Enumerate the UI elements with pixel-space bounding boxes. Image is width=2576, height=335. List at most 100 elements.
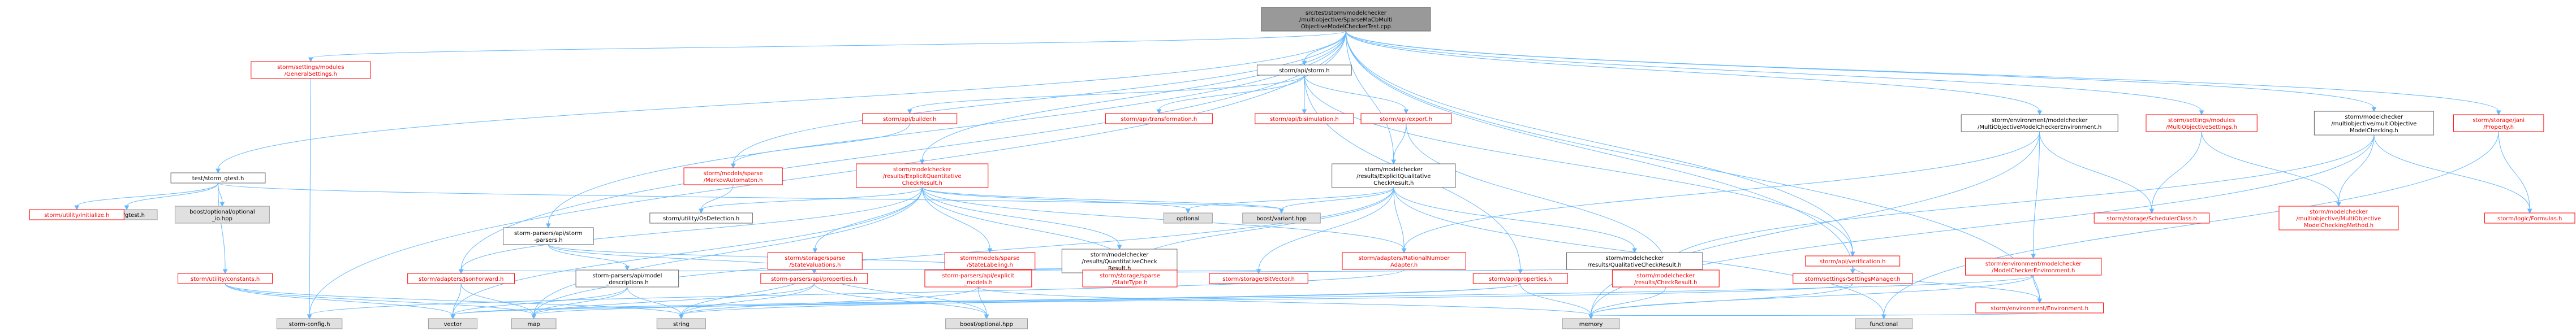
edge-env_mc-to-env_env <box>2033 275 2043 304</box>
edge-util_const-to-map <box>225 283 536 320</box>
node-env-env[interactable]: storm/environment/Environment.h <box>1975 302 2104 314</box>
node-label-line: storm/api/storm.h <box>1279 68 1329 74</box>
edge-test_gtest-to-util_const <box>218 182 228 275</box>
node-api-builder[interactable]: storm/api/builder.h <box>862 113 958 124</box>
node-label-line: CheckResult.h <box>1373 180 1414 186</box>
edge-root-to-test_gtest <box>216 31 1346 174</box>
node-util-init[interactable]: storm/utility/initialize.h <box>29 209 124 220</box>
node-gensettings[interactable]: storm/settings/modules/GeneralSettings.h <box>251 61 371 79</box>
node-mc-qualcheck[interactable]: storm/modelchecker/results/QualitativeCh… <box>1566 252 1703 270</box>
node-memory: memory <box>1562 318 1620 329</box>
node-label-line: /multiobjective/multiObjective <box>2331 121 2416 127</box>
node-label-line: _models.h <box>963 280 993 286</box>
edge-mc_explquant-to-util_osdet <box>699 187 923 214</box>
edge-root-to-storage_jani <box>1345 31 2501 116</box>
edge-test_gtest-to-boostopt_hpp <box>218 182 225 207</box>
node-label-line: gtest/gtest.h <box>109 212 145 219</box>
node-storage-statevals[interactable]: storm/storage/sparse/StateValuations.h <box>767 252 863 270</box>
node-label-line: storm-config.h <box>289 321 330 328</box>
node-parsers-explicit[interactable]: storm-parsers/api/explicit_models.h <box>924 269 1032 288</box>
edge-mc_explqual-to-mc_qualcheck <box>1393 187 1638 254</box>
node-util-const[interactable]: storm/utility/constants.h <box>178 273 273 284</box>
node-label-line: /results/ExplicitQuantitative <box>883 173 962 180</box>
node-label-line: storm/api/verification.h <box>1820 259 1885 265</box>
edge-adapters_rational-to-stormconfig <box>307 269 1405 320</box>
node-label-line: storm/models/sparse <box>960 255 1019 262</box>
node-label-line: Adapter.h <box>1390 262 1418 268</box>
node-adapters-json[interactable]: storm/adapters/JsonForward.h <box>407 273 515 284</box>
node-settings-multi[interactable]: storm/settings/modules/MultiObjectiveSet… <box>2146 114 2258 132</box>
node-label-line: storm-parsers/api/properties.h <box>771 276 857 282</box>
node-api-transf[interactable]: storm/api/transformation.h <box>1105 113 1213 124</box>
node-logic-formulas[interactable]: storm/logic/Formulas.h <box>2484 212 2575 224</box>
edge-models_markov-to-util_osdet <box>699 184 734 214</box>
node-api-export[interactable]: storm/api/export.h <box>1360 113 1452 124</box>
edge-gensettings-to-stormconfig <box>307 78 312 320</box>
node-storage-jani[interactable]: storm/storage/jani/Property.h <box>2453 114 2544 132</box>
node-label-line: storm/environment/Environment.h <box>1991 306 2088 312</box>
node-env-multi[interactable]: storm/environment/modelchecker/MultiObje… <box>1961 114 2118 132</box>
node-util-osdet[interactable]: storm/utility/OsDetection.h <box>649 212 753 224</box>
node-label-line: test/storm_gtest.h <box>192 176 244 182</box>
edge-api_storm-to-api_verif <box>1304 75 1855 257</box>
node-label-line: optional <box>1177 216 1200 222</box>
node-settings-mgr[interactable]: storm/settings/SettingsManager.h <box>1793 273 1913 284</box>
node-map: map <box>511 318 557 329</box>
node-api-verif[interactable]: storm/api/verification.h <box>1805 255 1901 267</box>
node-api-props[interactable]: storm/api/properties.h <box>1472 273 1568 284</box>
edge-util_const-to-vector <box>225 283 455 320</box>
node-functional: functional <box>1855 318 1913 329</box>
edge-settings_mgr-to-vector <box>450 283 1853 320</box>
node-mc-multi-method[interactable]: storm/modelchecker/multiobjective/MultiO… <box>2278 206 2399 230</box>
node-storage-bitvec[interactable]: storm/storage/BitVector.h <box>1209 273 1308 284</box>
node-label-line: CheckResult.h <box>902 180 942 186</box>
node-label-line: storm-parsers/api/model <box>592 273 662 279</box>
node-parsers-api[interactable]: storm-parsers/api/storm-parsers.h <box>503 227 594 245</box>
node-models-markov[interactable]: storm/models/sparse/MarkovAutomaton.h <box>683 167 783 185</box>
node-mc-explqual[interactable]: storm/modelchecker/results/ExplicitQuali… <box>1332 163 1456 188</box>
node-label-line: /Property.h <box>2483 124 2514 130</box>
node-parsers-model-desc[interactable]: storm-parsers/api/model_descriptions.h <box>575 269 679 288</box>
node-label-line: storm/api/bisimulation.h <box>1270 116 1339 123</box>
node-label-line: /MarkovAutomaton.h <box>704 177 763 184</box>
node-api-bisim[interactable]: storm/api/bisimulation.h <box>1255 113 1354 124</box>
node-label-line: /MultiObjectiveSettings.h <box>2166 124 2237 130</box>
node-label-line: storm/storage/sparse <box>785 255 845 262</box>
edge-parsers_api-to-parsers_model_desc <box>548 244 630 271</box>
node-parsers-props[interactable]: storm-parsers/api/properties.h <box>760 273 868 284</box>
edge-mc_multi_mc-to-memory <box>1588 134 2375 320</box>
node-api-storm[interactable]: storm/api/storm.h <box>1256 64 1352 76</box>
node-mc-checkresult[interactable]: storm/modelchecker/results/CheckResult.h <box>1612 269 1720 288</box>
node-mc-multi-mc[interactable]: storm/modelchecker/multiobjective/multiO… <box>2314 111 2434 136</box>
node-label-line: storm/storage/sparse <box>1100 273 1160 279</box>
edge-parsers_props-to-string <box>679 283 815 320</box>
node-test-gtest[interactable]: test/storm_gtest.h <box>170 172 266 184</box>
node-label-line: storm/utility/OsDetection.h <box>663 216 739 222</box>
node-label-line: /results/QuantitativeCheck <box>1082 259 1157 265</box>
node-label-line: storm/environment/modelchecker <box>1992 118 2088 124</box>
dependency-edges <box>74 31 2532 320</box>
node-storage-sched[interactable]: storm/storage/SchedulerClass.h <box>2093 212 2210 224</box>
node-label-line: /results/CheckResult.h <box>1634 280 1697 286</box>
node-models-statelab[interactable]: storm/models/sparse/StateLabeling.h <box>944 252 1036 270</box>
edge-parsers_explicit-to-string <box>679 286 979 320</box>
node-optional: optional <box>1163 212 1213 224</box>
edge-root-to-api_verif <box>1345 31 1855 257</box>
edge-mc_multi_mc-to-mc_checkresult <box>1663 134 2375 271</box>
node-label-line: functional <box>1869 321 1898 328</box>
node-mc-explquant[interactable]: storm/modelchecker/results/ExplicitQuant… <box>856 163 989 188</box>
edge-test_gtest-to-util_init <box>74 182 219 211</box>
node-label-line: -parsers.h <box>534 237 562 243</box>
node-label-line: string <box>673 321 690 328</box>
node-label-line: Result.h <box>1108 266 1131 272</box>
node-storage-statetype[interactable]: storm/storage/sparse/StateType.h <box>1082 269 1178 288</box>
edge-api_props-to-map <box>531 283 1521 320</box>
edge-api_storm-to-api_builder <box>907 75 1305 115</box>
edge-mc_multi_mc-to-mc_multi_method <box>2336 134 2375 207</box>
node-mc-quantcheck[interactable]: storm/modelchecker/results/QuantitativeC… <box>1061 249 1178 273</box>
node-label-line: /StateType.h <box>1112 280 1147 286</box>
edge-api_export-to-mc_explqual <box>1391 123 1407 165</box>
node-env-mc[interactable]: storm/environment/modelchecker/ModelChec… <box>1965 258 2102 276</box>
